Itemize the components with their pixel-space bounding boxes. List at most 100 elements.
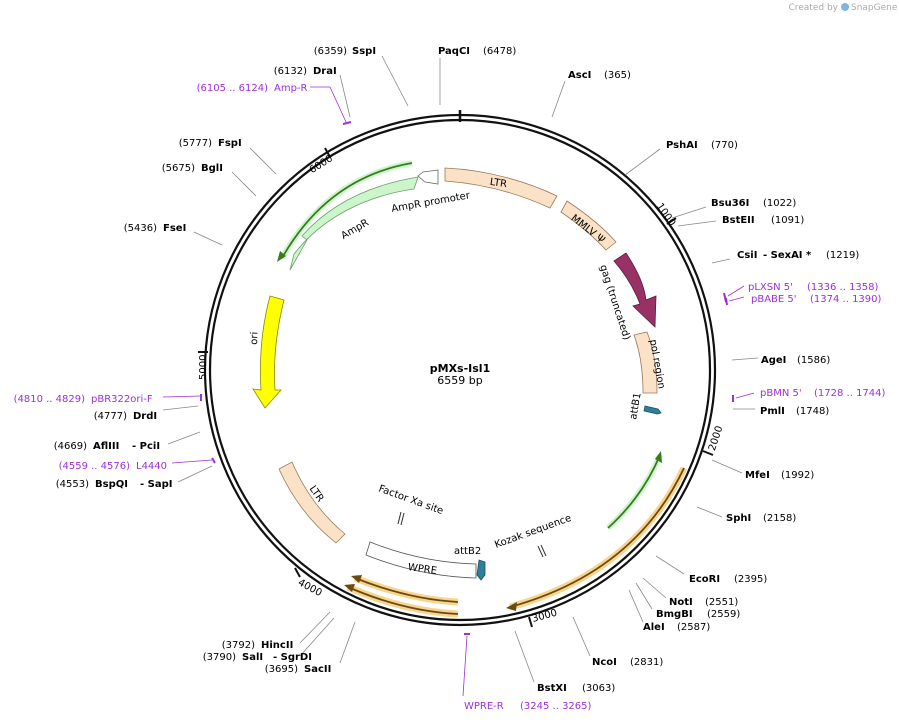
svg-text:WPRE: WPRE — [407, 562, 437, 577]
site-paqci[interactable]: PaqCI (6478) — [438, 46, 516, 57]
site-bgli[interactable]: (5675) BglI — [162, 163, 223, 174]
feature-ori[interactable]: ori — [249, 295, 285, 409]
primer-mark-ampr — [342, 121, 352, 125]
site-fsei[interactable]: (5436) FseI — [124, 223, 187, 234]
svg-text:(1586): (1586) — [797, 355, 830, 366]
plasmid-length: 6559 bp — [437, 374, 482, 387]
primer-pbr322ori-f[interactable]: (4810 .. 4829) pBR322ori-F — [14, 394, 153, 405]
svg-text:SalI: SalI — [242, 652, 263, 663]
leader-lines — [162, 55, 759, 683]
feature-wpre[interactable]: WPRE — [365, 541, 477, 579]
site-hincii[interactable]: (3792) HincII — [222, 640, 294, 651]
svg-text:ori: ori — [249, 332, 260, 345]
svg-text:Factor Xa site: Factor Xa site — [377, 483, 445, 517]
svg-text:L4440: L4440 — [136, 461, 167, 472]
svg-text:Bsu36I: Bsu36I — [711, 198, 749, 209]
svg-text:AflIII: AflIII — [93, 441, 119, 452]
svg-text:pBR322ori-F: pBR322ori-F — [91, 394, 153, 405]
primer-mark-pbabe — [725, 297, 728, 306]
feature-gag[interactable]: gag (truncated) — [597, 252, 657, 342]
svg-text:4000: 4000 — [296, 577, 324, 599]
watermark-prefix: Created by — [788, 3, 838, 13]
feature-factor-xa[interactable]: Factor Xa site — [377, 483, 445, 526]
svg-text:AgeI: AgeI — [761, 355, 786, 366]
svg-text:(3790): (3790) — [203, 652, 236, 663]
site-ncoi[interactable]: NcoI (2831) — [592, 657, 663, 668]
svg-text:(4777): (4777) — [94, 411, 127, 422]
site-mfei[interactable]: MfeI (1992) — [745, 470, 814, 481]
site-sacii[interactable]: (3695) SacII — [265, 664, 332, 675]
svg-text:- SexAI *: - SexAI * — [763, 250, 812, 261]
primer-pbmn-5[interactable]: pBMN 5' (1728 .. 1744) — [760, 388, 886, 399]
site-sspi[interactable]: (6359) SspI — [314, 46, 376, 57]
svg-text:2000: 2000 — [707, 425, 725, 453]
site-csii-sexai[interactable]: CsiI - SexAI * (1219) — [737, 250, 859, 261]
svg-text:BmgBI: BmgBI — [656, 609, 693, 620]
site-bspqi-sapi[interactable]: (4553) BspQI - SapI — [56, 479, 173, 490]
orf-bottom-2[interactable] — [344, 583, 459, 618]
svg-text:SspI: SspI — [352, 46, 376, 57]
feature-ltr-top[interactable]: LTR — [444, 167, 558, 209]
svg-text:FspI: FspI — [218, 138, 242, 149]
tick-5000: 5000 — [198, 351, 209, 380]
svg-text:(1219): (1219) — [826, 250, 859, 261]
svg-text:(1992): (1992) — [781, 470, 814, 481]
feature-attb1[interactable]: attB1 — [628, 392, 662, 421]
primer-ampr[interactable]: (6105 .. 6124) Amp-R — [197, 83, 308, 94]
site-asci[interactable]: AscI (365) — [568, 70, 631, 81]
site-sali-sgrdi[interactable]: (3790) SalI - SgrDI — [203, 652, 312, 663]
primer-l4440[interactable]: (4559 .. 4576) L4440 — [59, 461, 167, 472]
primer-leader-lines — [162, 86, 755, 697]
svg-text:- PciI: - PciI — [132, 441, 160, 452]
svg-text:SphI: SphI — [726, 513, 751, 524]
svg-text:attB2: attB2 — [454, 546, 481, 557]
svg-text:BglI: BglI — [201, 163, 223, 174]
svg-text:(770): (770) — [711, 140, 738, 151]
site-ecori[interactable]: EcoRI (2395) — [689, 574, 767, 585]
feature-ltr-bottom[interactable]: LTR — [278, 461, 346, 544]
site-agei[interactable]: AgeI (1586) — [761, 355, 830, 366]
svg-text:(5777): (5777) — [179, 138, 212, 149]
site-pmli[interactable]: PmlI (1748) — [760, 406, 829, 417]
site-bstxi[interactable]: BstXI (3063) — [537, 683, 615, 694]
ampr-orf-arrow — [281, 162, 413, 259]
site-sphi[interactable]: SphI (2158) — [726, 513, 796, 524]
svg-text:(2587): (2587) — [677, 622, 710, 633]
site-fspi[interactable]: (5777) FspI — [179, 138, 242, 149]
site-drdi[interactable]: (4777) DrdI — [94, 411, 157, 422]
site-bsteii[interactable]: BstEII (1091) — [722, 215, 804, 226]
site-afliii-pcii[interactable]: (4669) AflIII - PciI — [54, 441, 160, 452]
svg-text:pBABE 5': pBABE 5' — [751, 294, 797, 305]
svg-text:(2395): (2395) — [734, 574, 767, 585]
svg-text:AleI: AleI — [643, 622, 665, 633]
svg-text:NcoI: NcoI — [592, 657, 617, 668]
svg-text:(1374 .. 1390): (1374 .. 1390) — [810, 294, 882, 305]
svg-text:(4810 .. 4829): (4810 .. 4829) — [14, 394, 86, 405]
orf-bottom-1[interactable] — [351, 574, 459, 606]
feature-pol-region[interactable]: pol region — [633, 331, 667, 394]
watermark-brand: SnapGene — [851, 3, 898, 13]
svg-text:WPRE-R: WPRE-R — [464, 701, 504, 712]
svg-text:(2158): (2158) — [763, 513, 796, 524]
site-noti[interactable]: NotI (2551) — [669, 597, 738, 608]
svg-text:(2559): (2559) — [707, 609, 740, 620]
svg-text:(2831): (2831) — [630, 657, 663, 668]
feature-attb2[interactable]: attB2 — [454, 546, 486, 581]
primer-plxsn-5[interactable]: pLXSN 5' (1336 .. 1358) — [748, 282, 879, 293]
tick-3000: 3000 — [528, 608, 558, 628]
feature-kozak[interactable]: Kozak sequence — [493, 513, 573, 558]
svg-text:BstXI: BstXI — [537, 683, 567, 694]
site-alei[interactable]: AleI (2587) — [643, 622, 710, 633]
orf-isl1-large[interactable] — [506, 466, 688, 611]
feature-mmlv-psi[interactable]: MMLV Ψ — [560, 200, 617, 251]
svg-text:(4553): (4553) — [56, 479, 89, 490]
primer-pbabe-5[interactable]: pBABE 5' (1374 .. 1390) — [751, 294, 882, 305]
site-pshai[interactable]: PshAI (770) — [666, 140, 738, 151]
site-bsu36i[interactable]: Bsu36I (1022) — [711, 198, 796, 209]
svg-text:- SapI: - SapI — [140, 479, 172, 490]
orf-green-small[interactable] — [605, 451, 663, 531]
primer-wpre-r[interactable]: WPRE-R (3245 .. 3265) — [464, 701, 592, 712]
site-bmgbi[interactable]: BmgBI (2559) — [656, 609, 740, 620]
svg-text:BspQI: BspQI — [95, 479, 128, 490]
site-drai[interactable]: (6132) DraI — [274, 66, 337, 77]
